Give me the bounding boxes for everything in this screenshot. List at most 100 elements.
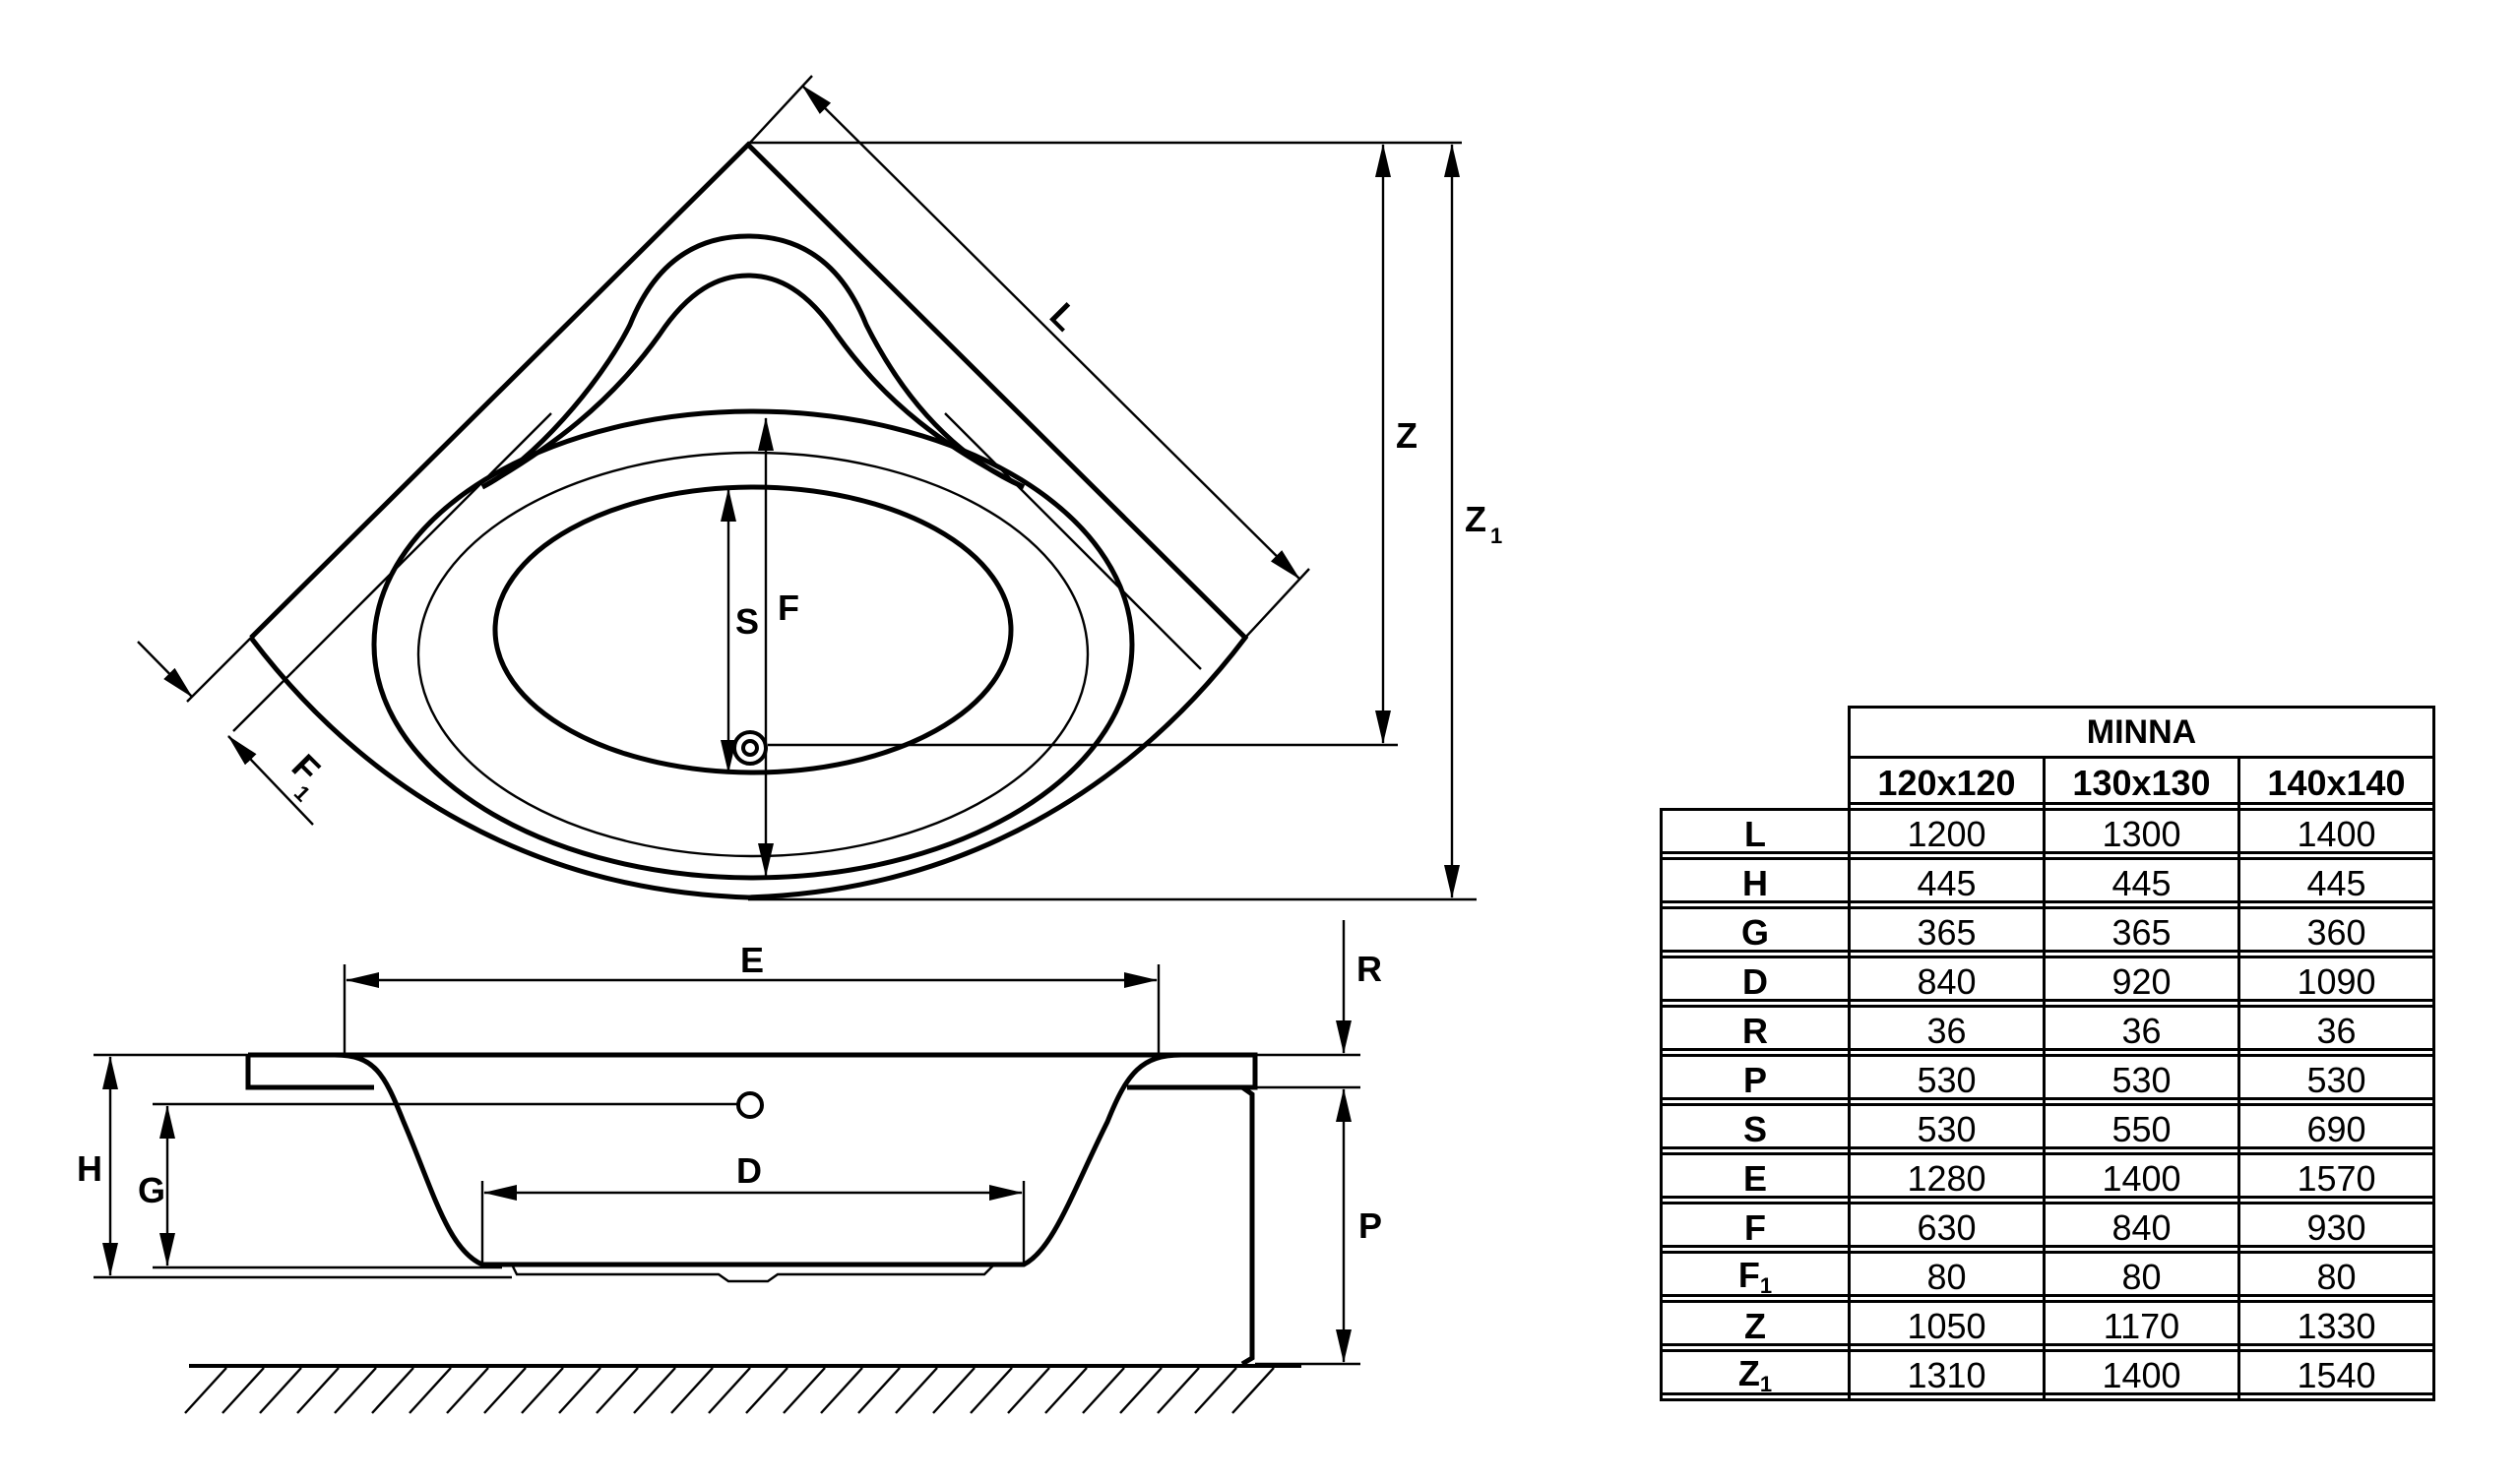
table-cell-value: 1200: [1848, 808, 2046, 860]
table-cell-value: 530: [2043, 1054, 2240, 1106]
floor-hatching: [184, 1367, 1275, 1414]
table-cell-value: 530: [1848, 1054, 2046, 1106]
dim-L-ext-top: [747, 75, 813, 146]
table-cell-value: 930: [2237, 1202, 2435, 1254]
hatch-stroke: [521, 1367, 564, 1414]
hatch-stroke: [259, 1367, 302, 1414]
dim-F1-ext-outer: [186, 637, 252, 703]
backrest-inner-curve: [480, 273, 1026, 490]
hatch-stroke: [970, 1367, 1013, 1414]
hatch-stroke: [446, 1367, 489, 1414]
table-cell-value: 550: [2043, 1103, 2240, 1155]
table-corner: [1662, 708, 1850, 758]
hatch-stroke: [895, 1367, 938, 1414]
dim-L-label: L: [1042, 294, 1087, 339]
hatch-stroke: [820, 1367, 863, 1414]
table-cell-value: 840: [1848, 956, 2046, 1008]
table-cell-value: 1050: [1848, 1300, 2046, 1352]
table-row-key: F1: [1660, 1251, 1851, 1303]
dim-Z-label: Z: [1396, 415, 1418, 456]
hatch-stroke: [745, 1367, 788, 1414]
dim-F1-leader-top: [137, 641, 193, 698]
basin-inner-contour: [492, 484, 1014, 775]
table-cell-value: 36: [2237, 1005, 2435, 1057]
table-row-key: Z1: [1660, 1349, 1851, 1401]
rim-inner-edge-left: [294, 412, 552, 670]
drain-outer: [732, 730, 768, 766]
table-cell-value: 445: [1848, 857, 2046, 909]
table-cell-value: 840: [2043, 1202, 2240, 1254]
row-key-letter: F: [1737, 1255, 1760, 1295]
table-cell-value: 1300: [2043, 808, 2240, 860]
side-rim: [245, 1052, 1258, 1090]
table-cell-value: 1400: [2237, 808, 2435, 860]
bowl-second-contour: [416, 451, 1090, 858]
row-key-letter: D: [1742, 960, 1768, 1002]
side-overflow: [736, 1091, 764, 1119]
hatch-stroke: [1007, 1367, 1050, 1414]
hatch-stroke: [1194, 1367, 1237, 1414]
hatch-stroke: [857, 1367, 901, 1414]
dim-F1-leader-bottom: [227, 735, 314, 826]
table-cell-value: 36: [1848, 1005, 2046, 1057]
hatch-stroke: [334, 1367, 377, 1414]
hatch-stroke: [558, 1367, 601, 1414]
table-row-key: F: [1660, 1202, 1851, 1254]
dim-Z1-subscript: 1: [1490, 524, 1502, 548]
table-row-key: Z: [1660, 1300, 1851, 1352]
dim-L-line: [801, 85, 1300, 580]
row-key-letter: L: [1744, 813, 1766, 854]
hatch-stroke: [670, 1367, 714, 1414]
hatch-stroke: [221, 1367, 265, 1414]
dim-Z1-label: Z: [1465, 499, 1486, 539]
table-size-header: 120x120: [1848, 756, 2046, 811]
dim-H-label: H: [77, 1148, 102, 1189]
dim-G-label: G: [138, 1170, 165, 1210]
side-tub-bottom: [510, 1264, 995, 1283]
bowl-outer-contour: [371, 408, 1135, 881]
hatch-stroke: [633, 1367, 676, 1414]
row-key-letter: Z: [1737, 1353, 1760, 1393]
side-apron: [1240, 1084, 1255, 1367]
drain-inner: [741, 739, 759, 757]
table-cell-value: 445: [2043, 857, 2240, 909]
hatch-stroke: [708, 1367, 751, 1414]
dim-E-label: E: [740, 940, 764, 980]
row-key-letter: S: [1742, 1108, 1767, 1149]
table-cell-value: 1330: [2237, 1300, 2435, 1352]
table-cell-value: 80: [1848, 1251, 2046, 1303]
table-corner: [1662, 758, 1850, 810]
table-model-row: MINNA: [1662, 706, 2435, 759]
row-key-subscript: 1: [1759, 1273, 1773, 1298]
table-cell-value: 36: [2043, 1005, 2240, 1057]
row-key-letter: H: [1742, 862, 1768, 903]
table-cell-value: 530: [2237, 1054, 2435, 1106]
table-cell-value: 920: [2043, 956, 2240, 1008]
dim-R-label: R: [1356, 949, 1382, 989]
side-view: E D H G R P: [77, 920, 1382, 1414]
hatch-stroke: [371, 1367, 414, 1414]
row-key-letter: Z: [1744, 1305, 1766, 1346]
table-model-name: MINNA: [1848, 706, 2435, 759]
table-row-key: R: [1660, 1005, 1851, 1057]
row-key-subscript: 1: [1759, 1372, 1773, 1396]
row-key-letter: P: [1742, 1059, 1767, 1100]
table-size-row: 120x120 130x130 140x140: [1662, 756, 2435, 811]
table-cell-value: 1280: [1848, 1152, 2046, 1204]
table-cell-value: 1090: [2237, 956, 2435, 1008]
hatch-stroke: [1044, 1367, 1088, 1414]
top-view: L Z Z 1 S F F 1: [137, 75, 1502, 901]
table-cell-value: 80: [2237, 1251, 2435, 1303]
table-size-header: 140x140: [2237, 756, 2435, 811]
table-cell-value: 80: [2043, 1251, 2240, 1303]
table-cell-value: 360: [2237, 906, 2435, 958]
